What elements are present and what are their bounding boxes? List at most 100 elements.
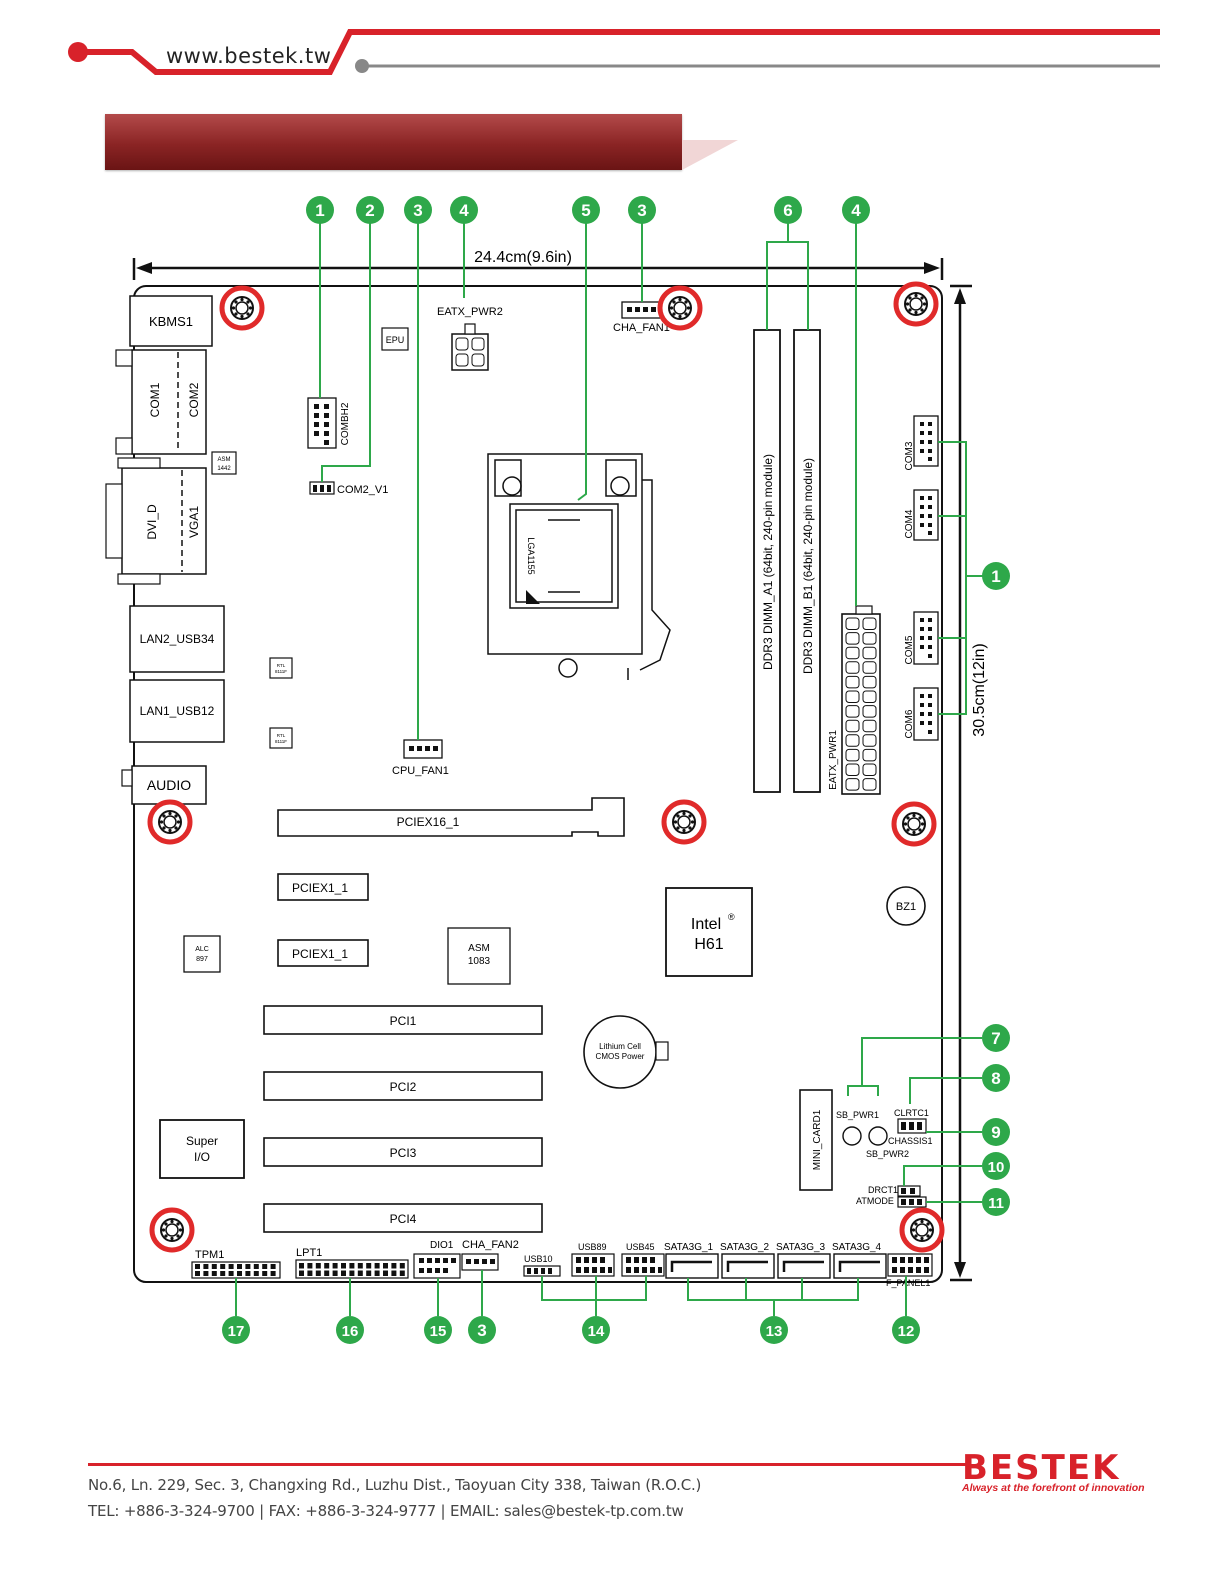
svg-text:12: 12 xyxy=(898,1323,915,1340)
callout-number-10: 10 xyxy=(982,1152,1010,1180)
callout-number-4: 4 xyxy=(842,196,870,224)
dio1-header xyxy=(413,1253,461,1279)
dvi-d-label: DVI_D xyxy=(145,504,159,540)
com5-label: COM5 xyxy=(904,635,915,664)
header-gray-dot-icon xyxy=(355,59,369,73)
sb-pwr1-label: SB_PWR1 xyxy=(836,1110,879,1120)
svg-text:2: 2 xyxy=(365,201,374,220)
svg-text:1: 1 xyxy=(991,567,1000,586)
cpu-fan1-label: CPU_FAN1 xyxy=(392,765,449,777)
svg-text:ALC: ALC xyxy=(195,946,209,953)
lga1155-label: LGA1155 xyxy=(526,537,536,574)
pci2-label: PCI2 xyxy=(390,1080,417,1094)
svg-text:1442: 1442 xyxy=(217,466,231,472)
callout-number-8: 8 xyxy=(982,1064,1010,1092)
svg-text:10: 10 xyxy=(988,1159,1005,1176)
f-panel1-label: F_PANEL1 xyxy=(886,1278,930,1288)
com3-label: COM3 xyxy=(904,441,915,470)
dimm-b1-label: DDR3 DIMM_B1 (64bit, 240-pin module) xyxy=(801,458,815,674)
section-banner xyxy=(105,114,682,170)
header-red-dot-icon xyxy=(68,42,88,62)
bestek-tagline: Always at the forefront of innovation xyxy=(962,1482,1145,1494)
pci3-slot xyxy=(263,1137,543,1167)
intel-h61-chipset xyxy=(665,887,753,977)
callout-number-3: 3 xyxy=(628,196,656,224)
chassis1-label: CHASSIS1 xyxy=(888,1136,933,1146)
dio1-label: DIO1 xyxy=(430,1240,454,1251)
combh2-label: COMBH2 xyxy=(340,402,351,445)
svg-text:3: 3 xyxy=(413,201,422,220)
drct1-header xyxy=(897,1185,921,1197)
mini-card1-slot xyxy=(799,1089,833,1191)
pciex1-1a-label: PCIEX1_1 xyxy=(292,881,348,895)
usb45-label: USB45 xyxy=(626,1242,655,1252)
com3-header xyxy=(913,415,939,467)
sb-pwr1-led xyxy=(842,1126,862,1146)
height-label: 30.5cm(12in) xyxy=(971,643,988,736)
website-link[interactable]: www.bestek.tw xyxy=(166,44,332,68)
eatx-pwr2-label: EATX_PWR2 xyxy=(437,306,503,318)
video-ports xyxy=(121,467,207,575)
asm1083-chip xyxy=(447,927,511,985)
clrtc1-label: CLRTC1 xyxy=(894,1108,929,1118)
callout-number-4: 4 xyxy=(450,196,478,224)
svg-text:6: 6 xyxy=(783,201,792,220)
sata4-label: SATA3G_4 xyxy=(832,1242,882,1253)
pci4-label: PCI4 xyxy=(390,1212,417,1226)
svg-text:5: 5 xyxy=(581,201,590,220)
mounting-hole-icon xyxy=(149,1207,195,1253)
asm1442-chip xyxy=(211,451,237,475)
vga1-label: VGA1 xyxy=(187,506,201,538)
pci2-slot xyxy=(263,1071,543,1101)
mounting-hole-icon xyxy=(219,285,265,331)
svg-text:16: 16 xyxy=(342,1323,359,1340)
super-io-label-1: Super xyxy=(186,1134,218,1148)
callout-leaders xyxy=(235,222,984,1316)
cha-fan2-header xyxy=(461,1253,499,1271)
com2-label: COM2 xyxy=(187,382,201,417)
callout-number-9: 9 xyxy=(982,1118,1010,1146)
svg-text:8111F: 8111F xyxy=(275,739,287,744)
lan2-usb34-port xyxy=(129,605,225,673)
usb10-label: USB10 xyxy=(524,1254,553,1264)
sata2-label: SATA3G_2 xyxy=(720,1242,770,1253)
callout-number-17: 17 xyxy=(222,1316,250,1344)
svg-text:3: 3 xyxy=(637,201,646,220)
kbms1-label: KBMS1 xyxy=(149,314,193,329)
tpm1-label: TPM1 xyxy=(195,1249,224,1261)
battery-label-2: CMOS Power xyxy=(596,1052,645,1061)
com4-label: COM4 xyxy=(904,509,915,538)
atmode-label: ATMODE xyxy=(856,1196,894,1206)
svg-text:15: 15 xyxy=(430,1323,447,1340)
pciex16-1-label: PCIEX16_1 xyxy=(397,815,460,829)
bz1-label: BZ1 xyxy=(896,901,916,913)
sata3-label: SATA3G_3 xyxy=(776,1242,826,1253)
super-io-chip xyxy=(159,1119,245,1179)
mounting-hole-icon xyxy=(891,801,937,847)
pci1-label: PCI1 xyxy=(390,1014,417,1028)
pciex16-1-slot xyxy=(277,797,625,837)
callout-number-3: 3 xyxy=(404,196,432,224)
pciex1-1-slot-a xyxy=(277,873,369,901)
svg-text:4: 4 xyxy=(851,201,861,220)
com6-header xyxy=(913,687,939,741)
width-label: 24.4cm(9.6in) xyxy=(474,249,572,266)
battery-label-1: Lithium Cell xyxy=(599,1042,641,1051)
com-ports xyxy=(131,349,207,455)
dimm-b1-slot xyxy=(793,329,821,793)
sb-pwr2-led xyxy=(868,1126,888,1146)
pci3-label: PCI3 xyxy=(390,1146,417,1160)
lan1-usb12-port xyxy=(129,679,225,743)
dimm-a1-slot xyxy=(753,329,781,793)
svg-text:17: 17 xyxy=(228,1323,245,1340)
svg-text:1: 1 xyxy=(315,201,324,220)
callout-number-3: 3 xyxy=(468,1316,496,1344)
motherboard-diagram: 24.4cm(9.6in) 30.5cm(12in) KBMS1 COM1 CO… xyxy=(105,196,1010,1344)
bestek-logo: BESTEK xyxy=(962,1448,1121,1488)
svg-text:8: 8 xyxy=(991,1069,1000,1088)
pci1-slot xyxy=(263,1005,543,1035)
mounting-hole-icon xyxy=(147,799,193,845)
alc897-chip xyxy=(183,935,221,973)
com5-header xyxy=(913,611,939,665)
cha-fan1-label: CHA_FAN1 xyxy=(613,322,670,334)
